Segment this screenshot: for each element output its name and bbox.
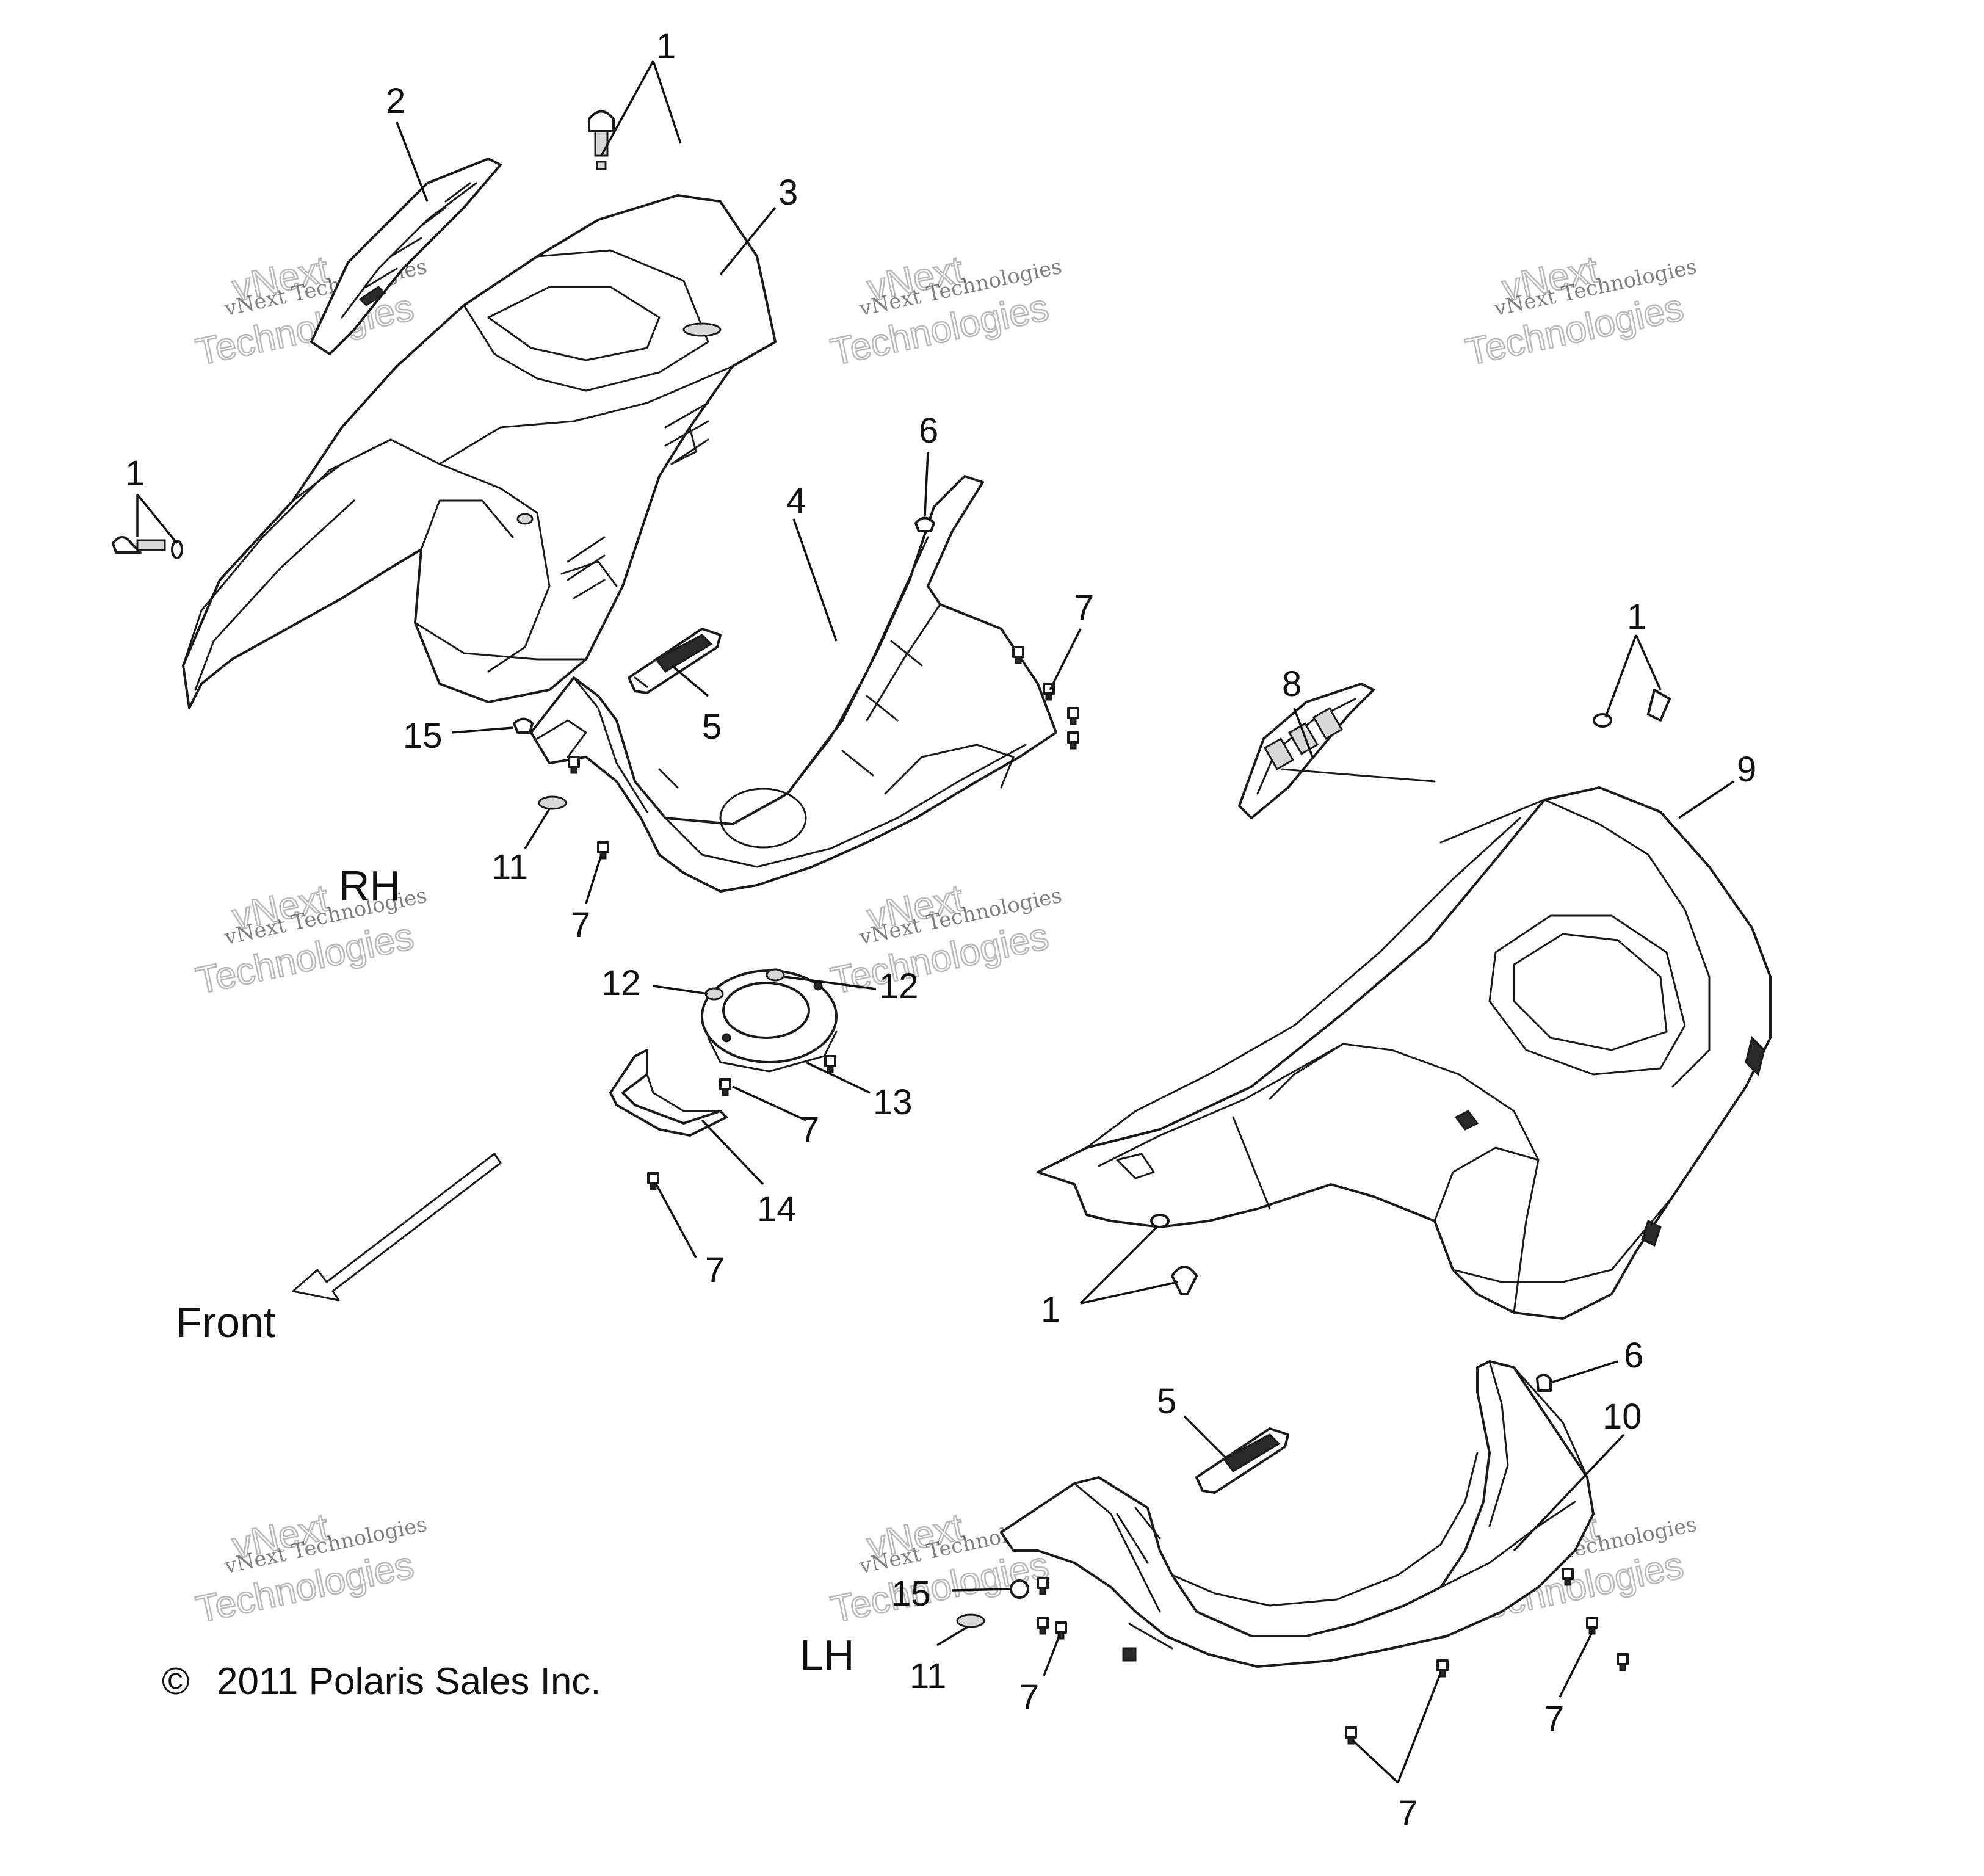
- screw: [1055, 1621, 1067, 1640]
- copyright: © 2011 Polaris Sales Inc.: [162, 1661, 601, 1703]
- part-speaker-ring: [701, 969, 838, 1073]
- fastener-knob: [1593, 689, 1671, 728]
- callout-6: 6: [1624, 1336, 1643, 1375]
- copyright-text: 2011 Polaris Sales Inc.: [217, 1661, 601, 1703]
- part-lh-side-panel: [1037, 786, 1772, 1320]
- arrow-icon: [292, 1153, 502, 1302]
- push-rivet: [1536, 1374, 1552, 1392]
- screw: [1617, 1653, 1629, 1671]
- screw: [1012, 646, 1024, 664]
- part-bracket: [609, 1049, 728, 1137]
- callout-1: 1: [656, 26, 676, 66]
- part-rh-side-panel: [182, 194, 777, 709]
- part-rh-floorboard: [530, 475, 1057, 893]
- callout-14: 14: [757, 1189, 797, 1229]
- part-rh-footrest: [628, 628, 722, 694]
- rh-label: RH: [339, 862, 400, 910]
- watermark-top-right: vNext vNext Technologies Technologies: [1461, 248, 1699, 375]
- callout-7: 7: [1074, 588, 1094, 628]
- callout-11: 11: [491, 847, 528, 887]
- part-lh-vent: [1238, 683, 1436, 819]
- part-lh-floorboard: [1000, 1360, 1595, 1668]
- screw: [647, 1172, 659, 1190]
- screw: [1345, 1726, 1357, 1745]
- part-rh-vent: [310, 158, 502, 355]
- callout-11: 11: [910, 1656, 946, 1696]
- callout-12: 12: [601, 963, 641, 1003]
- screw: [824, 1055, 836, 1073]
- copyright-symbol: ©: [162, 1661, 190, 1703]
- callout-12: 12: [879, 966, 919, 1006]
- screw: [1067, 707, 1079, 725]
- fastener-knob: [1150, 1214, 1198, 1295]
- fastener-knob: [112, 536, 183, 559]
- callout-10: 10: [1602, 1397, 1642, 1436]
- callout-7: 7: [1019, 1678, 1039, 1717]
- callout-15: 15: [891, 1574, 931, 1613]
- callout-2: 2: [386, 81, 405, 121]
- watermark-bottom-left: vNext vNext Technologies Technologies: [192, 1505, 429, 1632]
- watermark-top-center: vNext vNext Technologies Technologies: [827, 248, 1064, 375]
- callout-5: 5: [1157, 1382, 1176, 1421]
- callout-8: 8: [1282, 664, 1302, 704]
- callout-15: 15: [403, 716, 443, 756]
- front-label: Front: [176, 1298, 275, 1346]
- callout-1: 1: [125, 454, 145, 493]
- lh-label: LH: [800, 1631, 854, 1679]
- callout-7: 7: [571, 905, 590, 945]
- callout-5: 5: [702, 707, 722, 747]
- callout-7: 7: [1398, 1794, 1417, 1833]
- clip: [956, 1613, 985, 1628]
- callout-7: 7: [1544, 1699, 1564, 1739]
- callout-3: 3: [778, 173, 798, 212]
- callout-1: 1: [1041, 1290, 1060, 1330]
- push-rivet: [1010, 1579, 1029, 1599]
- leader-lines: [136, 60, 1734, 1784]
- callout-6: 6: [919, 411, 938, 451]
- fastener-hole: [516, 513, 534, 525]
- callout-9: 9: [1737, 750, 1756, 789]
- front-arrow: [292, 1153, 502, 1302]
- push-rivet: [914, 516, 935, 532]
- callout-1: 1: [1627, 597, 1646, 637]
- callout-7: 7: [800, 1110, 819, 1150]
- callout-4: 4: [786, 481, 806, 521]
- watermark-middle-center: vNext vNext Technologies Technologies: [827, 877, 1064, 1004]
- logo-badge: [682, 322, 722, 337]
- screw: [1562, 1568, 1574, 1586]
- clip: [538, 795, 567, 810]
- screw: [1037, 1577, 1049, 1595]
- screw: [568, 756, 580, 774]
- callout-7: 7: [705, 1250, 725, 1290]
- washer: [766, 968, 785, 982]
- part-lh-footrest: [1195, 1427, 1289, 1494]
- fasteners: [112, 110, 1671, 1745]
- screw: [1037, 1617, 1049, 1635]
- callout-13: 13: [873, 1082, 913, 1122]
- push-rivet: [513, 717, 534, 734]
- callout-numbers: 1 2 3 1 6 4 7 5 15 8 1 9 11 7 12 12 13 7…: [125, 26, 1756, 1833]
- screw: [719, 1078, 731, 1096]
- screw: [1067, 731, 1079, 750]
- watermark-bottom-center: vNext vNext Technologies Technologies: [827, 1505, 1064, 1632]
- screw: [597, 841, 609, 860]
- washer: [704, 987, 724, 1001]
